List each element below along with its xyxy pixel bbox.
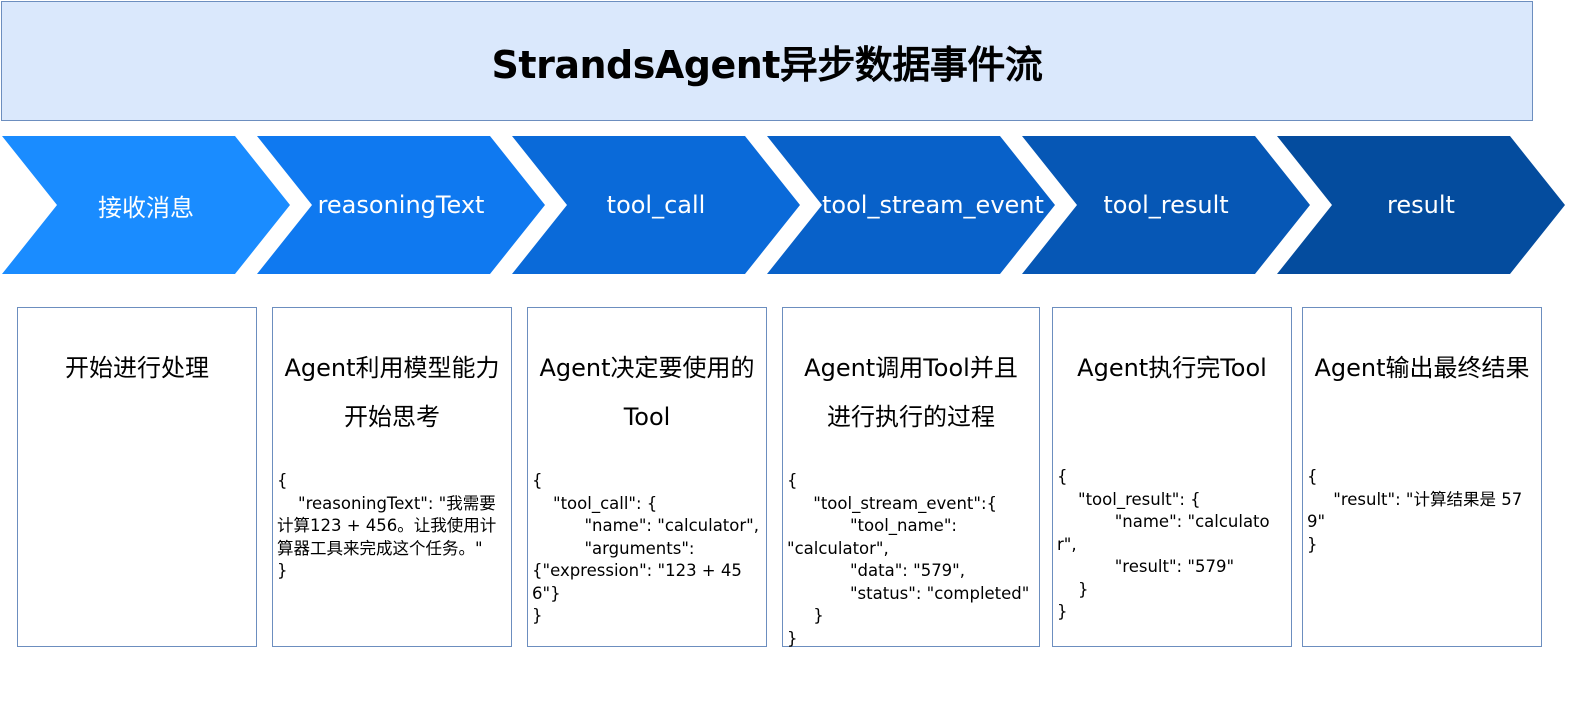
stage-card-code: { "tool_call": { "name": "calculator", "… [532,471,759,625]
stage-arrows [2,136,1565,274]
stage-label-2: reasoningText [317,191,485,219]
stage-label-4: tool_stream_event [822,191,1044,219]
stage-card-code: { "result": "计算结果是 579" } [1307,467,1523,554]
stage-label-5: tool_result [1103,191,1229,219]
title-banner: StrandsAgent异步数据事件流 [1,1,1533,121]
stage-label-1: 接收消息 [98,193,194,222]
stage-arrow-3 [512,136,800,274]
stage-arrow-6 [1277,136,1565,274]
stage-card-6: Agent输出最终结果 { "result": "计算结果是 579" } [1302,307,1542,647]
stage-card-heading: Agent输出最终结果 [1314,354,1530,382]
stage-arrow-4 [767,136,1055,274]
stage-card-5: Agent执行完Tool { "tool_result": { "name": … [1052,307,1292,647]
stage-card-heading: 开始进行处理 [65,354,209,382]
stage-card-code: { "tool_stream_event":{ "tool_name": "ca… [787,471,1030,648]
stage-card-2: Agent利用模型能力 开始思考 { "reasoningText": "我需要… [272,307,512,647]
stage-label-3: tool_call [606,191,706,219]
stage-card-code: { "tool_result": { "name": "calculator",… [1057,467,1270,621]
stage-card-code: { "reasoningText": "我需要计算123 + 456。让我使用计… [277,471,497,580]
stage-card-1: 开始进行处理 [17,307,257,647]
diagram-title: StrandsAgent异步数据事件流 [491,42,1043,87]
stage-card-4: Agent调用Tool并且 进行执行的过程 { "tool_stream_eve… [782,307,1040,648]
stage-arrow-5 [1022,136,1310,274]
stage-card-heading: Agent利用模型能力 开始思考 [284,354,500,431]
stage-label-6: result [1387,191,1455,219]
stage-arrow-1 [2,136,290,274]
stage-card-heading: Agent调用Tool并且 进行执行的过程 [804,354,1018,431]
stage-card-heading: Agent决定要使用的 Tool [539,354,755,431]
stage-arrow-2 [257,136,545,274]
stage-card-3: Agent决定要使用的 Tool { "tool_call": { "name"… [527,307,767,647]
stage-card-heading: Agent执行完Tool [1077,354,1267,382]
